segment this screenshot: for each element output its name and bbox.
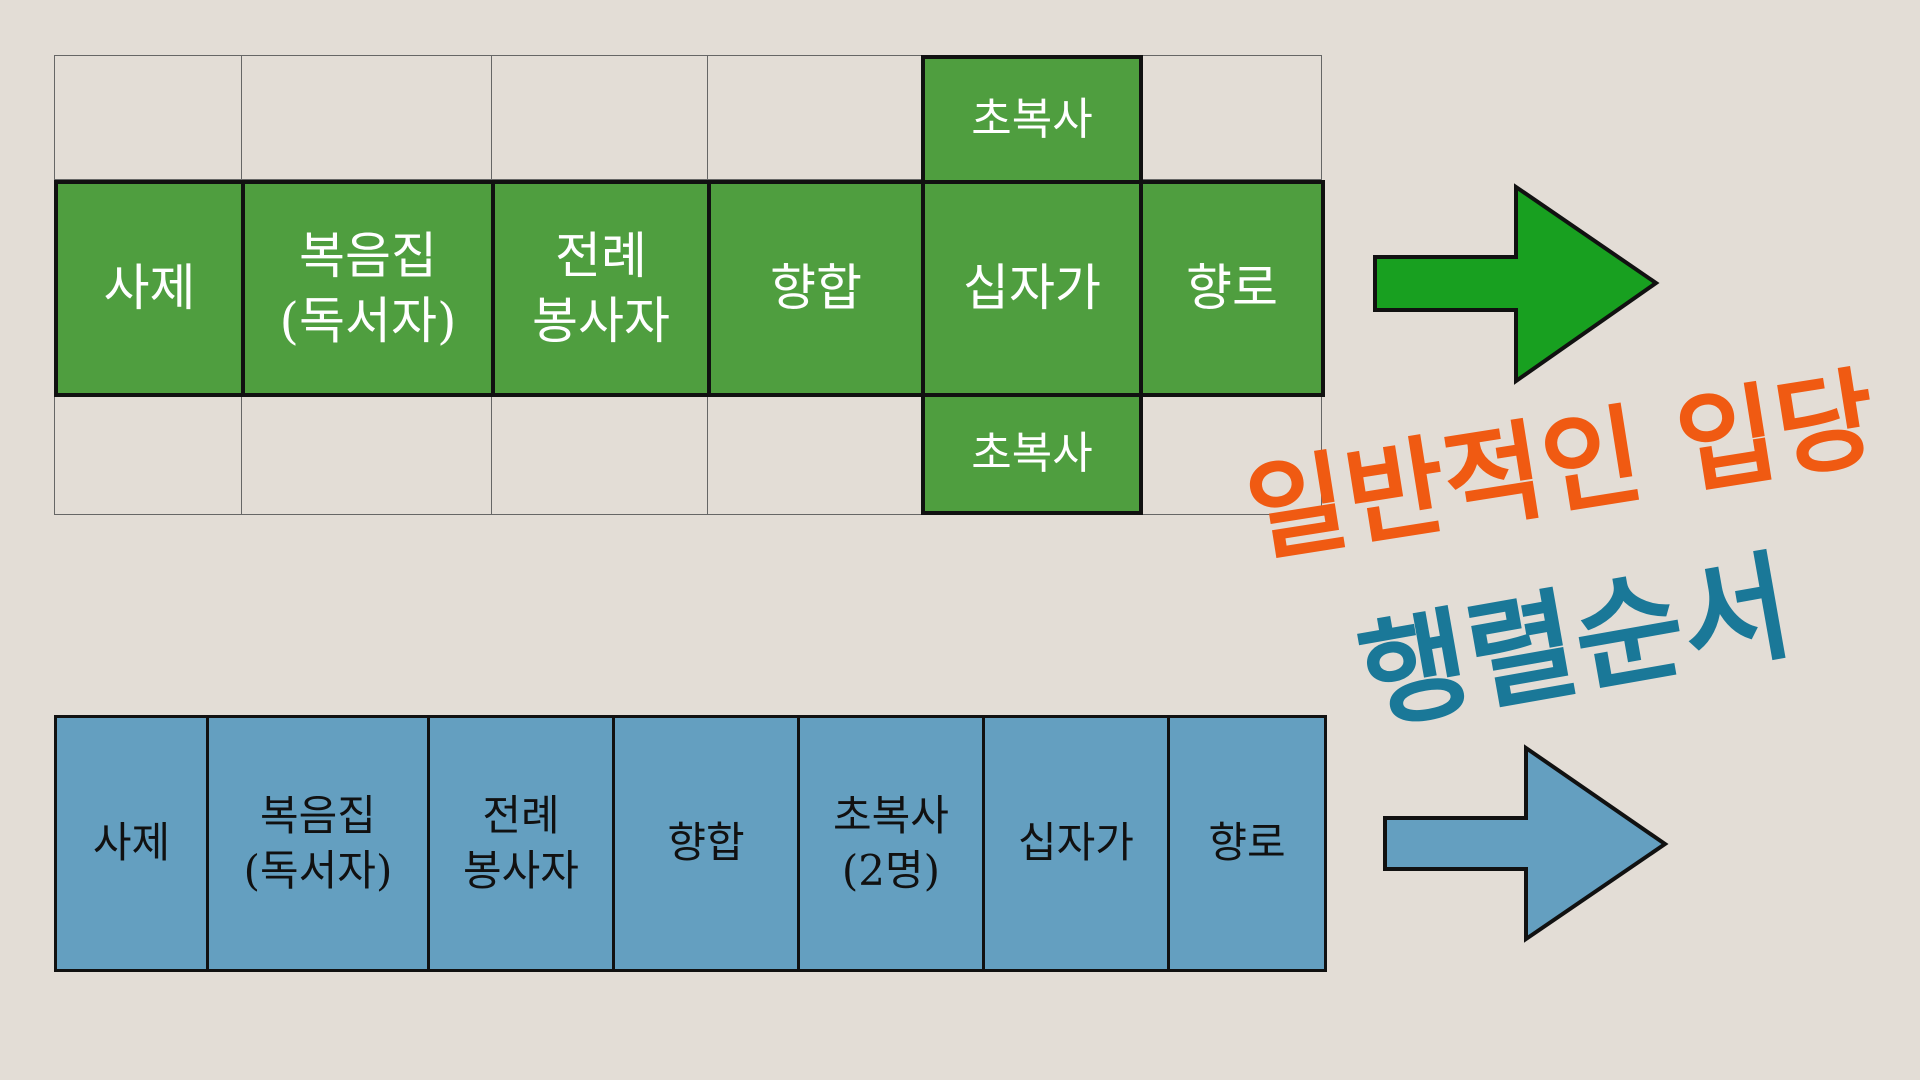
bottom-row-cell: 사제 — [54, 715, 209, 972]
top-row-cell: 향합 — [707, 180, 925, 397]
top-row-cell: 향로 — [1139, 180, 1325, 397]
acolyte-bottom-cell: 초복사 — [921, 393, 1143, 515]
bottom-row-cell: 초복사 (2명) — [797, 715, 985, 972]
bottom-row-cell: 복음집 (독서자) — [206, 715, 430, 972]
bottom-row-cell: 전례 봉사자 — [427, 715, 615, 972]
top-row-cell: 복음집 (독서자) — [241, 180, 495, 397]
bottom-row-cell: 향로 — [1167, 715, 1327, 972]
blue-arrow-icon — [1383, 744, 1669, 943]
top-row-cell: 전례 봉사자 — [491, 180, 711, 397]
acolyte-top-cell: 초복사 — [921, 55, 1143, 184]
bottom-row-cell: 십자가 — [982, 715, 1170, 972]
